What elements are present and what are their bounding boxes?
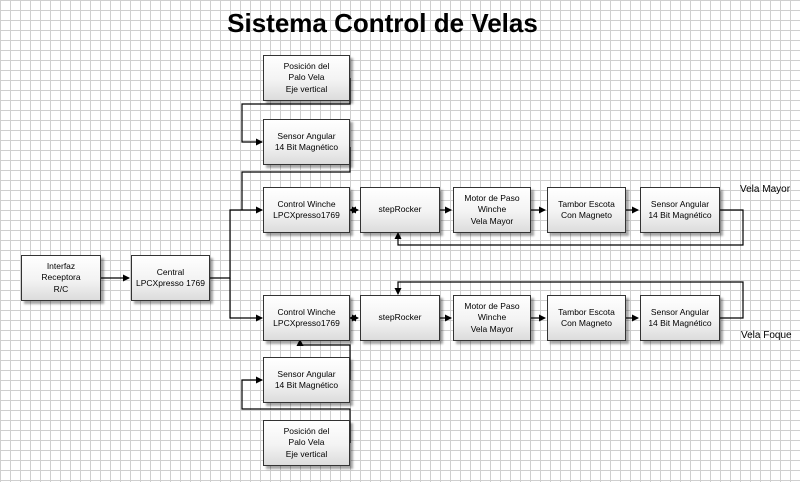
block-motor-paso-mayor: Motor de Paso Winche Vela Mayor — [453, 187, 531, 233]
block-steprocker-foque: stepRocker — [360, 295, 440, 341]
label-vela-foque: Vela Foque — [741, 330, 792, 341]
block-interfaz-receptora: Interfaz Receptora R/C — [21, 255, 101, 301]
block-steprocker-mayor: stepRocker — [360, 187, 440, 233]
diagram-title: Sistema Control de Velas — [227, 8, 538, 38]
block-sensor-angular-top: Sensor Angular 14 Bit Magnético — [263, 119, 350, 165]
arrow-sensor-control-mayor — [241, 147, 351, 210]
arrow-feedback-foque — [394, 281, 744, 319]
arrow-posicion-sensor-top — [241, 78, 351, 146]
arrow-sensor-control-foque — [296, 339, 351, 380]
block-control-winche-mayor: Control Winche LPCXpresso1769 — [263, 187, 350, 233]
block-sensor-angular-bottom: Sensor Angular 14 Bit Magnético — [263, 357, 350, 403]
block-posicion-palo-top: Posición del Palo Vela Eje vertical — [263, 55, 350, 101]
block-tambor-escota-foque: Tambor Escota Con Magneto — [547, 295, 626, 341]
block-posicion-palo-bottom: Posición del Palo Vela Eje vertical — [263, 420, 350, 466]
block-motor-paso-foque: Motor de Paso Winche Vela Mayor — [453, 295, 531, 341]
block-control-winche-foque: Control Winche LPCXpresso1769 — [263, 295, 350, 341]
block-sensor-angular-mayor: Sensor Angular 14 Bit Magnético — [640, 187, 720, 233]
arrow-central-control-foque — [229, 278, 263, 322]
arrow-central-control-mayor — [210, 206, 263, 279]
block-sensor-angular-foque: Sensor Angular 14 Bit Magnético — [640, 295, 720, 341]
arrow-posicion-sensor-bottom — [241, 376, 351, 443]
label-vela-mayor: Vela Mayor — [740, 184, 791, 195]
arrow-feedback-mayor — [394, 209, 744, 246]
block-tambor-escota-mayor: Tambor Escota Con Magneto — [547, 187, 626, 233]
block-central: Central LPCXpresso 1769 — [131, 255, 210, 301]
